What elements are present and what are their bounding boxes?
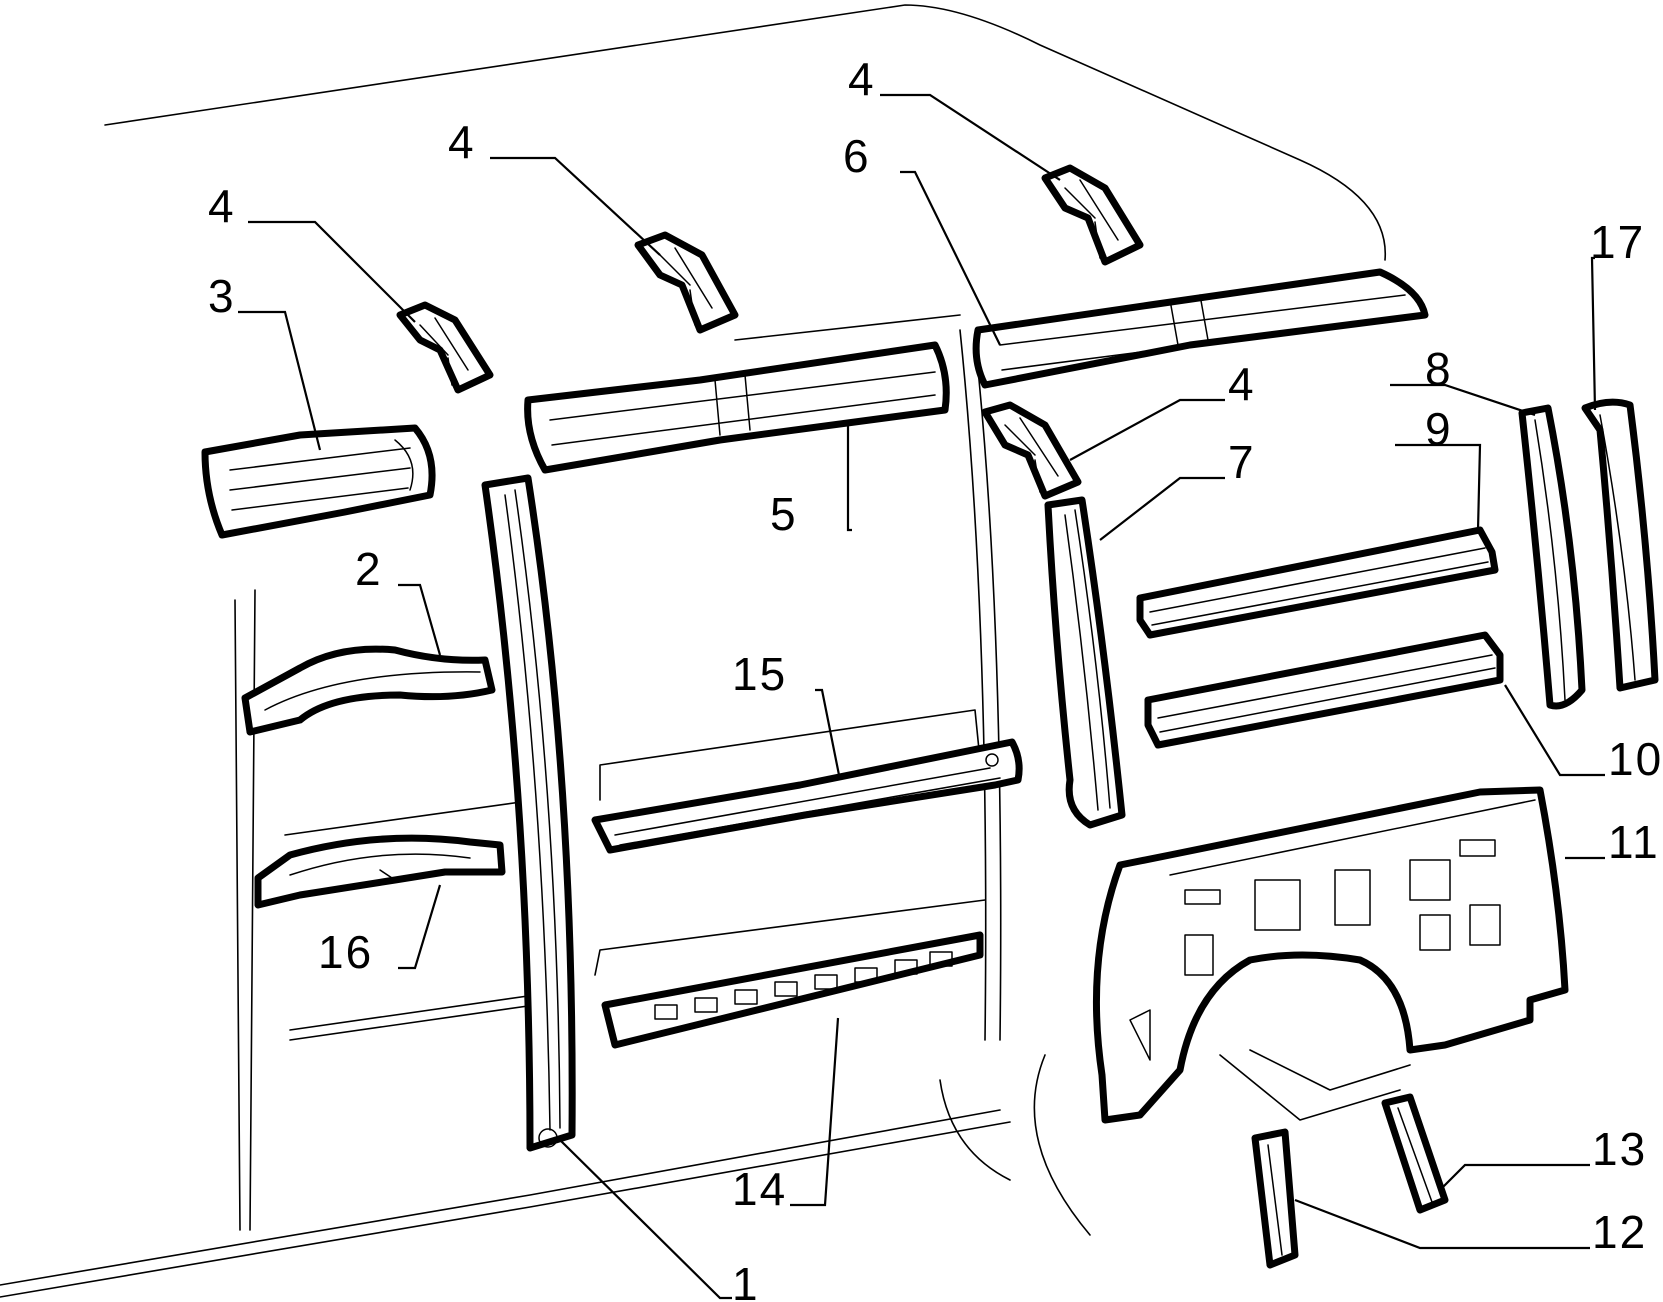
callout-11: 11 (1608, 816, 1660, 868)
callout-8: 8 (1425, 343, 1453, 395)
part-6-roof-rail (972, 268, 1429, 389)
part-8-pillar (1518, 404, 1586, 710)
callout-labels: 4 4 4 3 6 17 8 4 9 7 5 2 15 10 11 16 13 … (208, 53, 1663, 1302)
callout-4: 4 (1228, 358, 1256, 410)
callout-12: 12 (1592, 1206, 1647, 1258)
callout-4: 4 (448, 116, 476, 168)
callout-10: 10 (1608, 733, 1663, 785)
part-4-bracket-a (396, 301, 494, 394)
callout-6: 6 (843, 130, 871, 182)
callout-4: 4 (848, 53, 876, 105)
part-16-crossmember (254, 834, 506, 909)
part-2-crossmember (241, 645, 496, 736)
callout-16: 16 (318, 926, 373, 978)
callout-9: 9 (1425, 403, 1453, 455)
part-11-side-panel (1092, 786, 1569, 1124)
callout-3: 3 (208, 270, 236, 322)
callout-14: 14 (732, 1163, 787, 1215)
part-13-bracket (1381, 1093, 1449, 1214)
part-7-rear-pillar (1044, 496, 1126, 829)
callout-1: 1 (732, 1258, 760, 1302)
callout-17: 17 (1590, 216, 1645, 268)
part-10-rail (1144, 631, 1504, 749)
part-15-waist-rail (591, 738, 1023, 854)
callout-13: 13 (1592, 1123, 1647, 1175)
part-14-sill (601, 931, 984, 1049)
part-17-corner-pillar (1581, 398, 1659, 692)
callout-7: 7 (1228, 436, 1256, 488)
callout-15: 15 (732, 648, 787, 700)
part-4-bracket-c (1041, 164, 1144, 266)
part-1-pillar (481, 474, 576, 1152)
part-4-bracket-d (981, 401, 1082, 500)
callout-4: 4 (208, 180, 236, 232)
part-3-upper-panel (201, 424, 436, 539)
van-body-outline (0, 4, 1411, 1298)
callout-2: 2 (355, 543, 383, 595)
part-5-roof-rail (524, 341, 950, 474)
callout-5: 5 (770, 488, 798, 540)
part-12-bracket (1251, 1128, 1299, 1269)
leader-lines (238, 93, 1605, 1300)
part-4-bracket-b (634, 231, 739, 334)
part-9-rail (1136, 526, 1499, 639)
